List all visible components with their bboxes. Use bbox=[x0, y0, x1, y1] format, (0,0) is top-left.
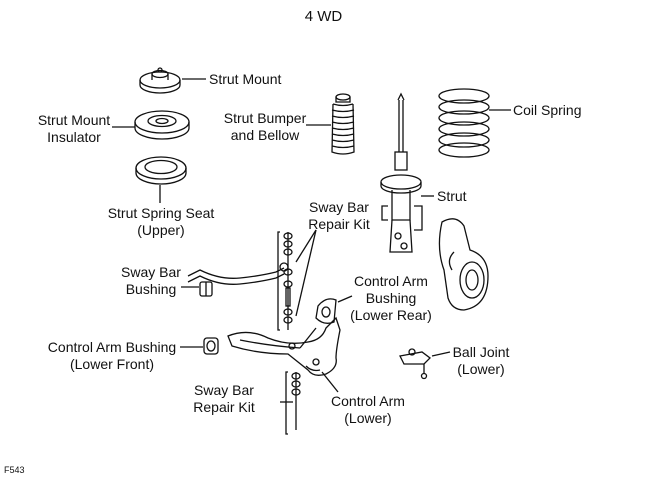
label-sway-bar-repair-kit-lower: Sway Bar Repair Kit bbox=[186, 382, 262, 416]
strut-part bbox=[380, 92, 423, 253]
ball-joint-part bbox=[399, 348, 431, 380]
label-line: Control Arm bbox=[331, 393, 405, 409]
label-line: Ball Joint bbox=[452, 344, 510, 360]
label-line: (Lower Front) bbox=[69, 356, 155, 372]
label-strut-bumper: Strut Bumper and Bellow bbox=[220, 110, 310, 144]
label-line: Strut Bumper bbox=[223, 110, 307, 126]
sway-bar-bushing-part bbox=[199, 281, 213, 297]
leader-repair-kit-upper-a bbox=[295, 229, 317, 263]
control-arm-bushing-front-part bbox=[203, 337, 219, 355]
strut-bumper-part bbox=[331, 93, 355, 155]
leader-ball-joint bbox=[431, 351, 451, 357]
label-coil-spring: Coil Spring bbox=[513, 102, 582, 118]
label-line: and Bellow bbox=[230, 127, 300, 143]
label-line: Repair Kit bbox=[193, 399, 255, 415]
label-line: Sway Bar bbox=[121, 264, 181, 280]
control-arm-bushing-rear-part bbox=[315, 298, 337, 324]
steering-knuckle-part bbox=[438, 218, 489, 311]
label-line: Strut Mount bbox=[37, 112, 111, 128]
label-strut-mount: Strut Mount bbox=[209, 71, 282, 87]
label-line: Repair Kit bbox=[308, 216, 370, 232]
diagram-title: 4 WD bbox=[304, 8, 343, 25]
sway-bar-part bbox=[187, 262, 289, 285]
label-line: Insulator bbox=[47, 129, 101, 145]
label-strut-spring-seat: Strut Spring Seat (Upper) bbox=[100, 205, 222, 239]
label-line: (Upper) bbox=[137, 222, 185, 238]
strut-mount-part bbox=[139, 67, 181, 94]
figure-id: F543 bbox=[4, 465, 25, 475]
label-line: Sway Bar bbox=[309, 199, 369, 215]
strut-mount-insulator-part bbox=[134, 110, 190, 140]
label-control-arm: Control Arm (Lower) bbox=[324, 393, 412, 427]
label-line: (Lower) bbox=[457, 361, 505, 377]
label-sway-bar-bushing: Sway Bar Bushing bbox=[116, 264, 186, 298]
sway-bar-repair-kit-lower-part bbox=[285, 371, 301, 435]
label-line: Bushing bbox=[365, 290, 417, 306]
label-line: Strut Spring Seat bbox=[107, 205, 215, 221]
label-control-arm-bushing-front: Control Arm Bushing (Lower Front) bbox=[44, 339, 180, 373]
control-arm-part bbox=[227, 316, 341, 376]
label-control-arm-bushing-rear: Control Arm Bushing (Lower Rear) bbox=[346, 273, 436, 324]
label-sway-bar-repair-kit-upper: Sway Bar Repair Kit bbox=[303, 199, 375, 233]
label-line: Control Arm bbox=[354, 273, 428, 289]
sway-bar-repair-kit-upper-part bbox=[277, 231, 293, 331]
label-strut: Strut bbox=[437, 188, 467, 204]
label-line: Bushing bbox=[125, 281, 177, 297]
leader-repair-kit-upper-b bbox=[295, 229, 317, 317]
leader-control-arm-bushing-rear bbox=[337, 295, 353, 303]
label-ball-joint: Ball Joint (Lower) bbox=[446, 344, 516, 378]
strut-spring-seat-part bbox=[135, 156, 187, 185]
leader-control-arm bbox=[321, 371, 339, 393]
label-line: (Lower) bbox=[344, 410, 392, 426]
label-strut-mount-insulator: Strut Mount Insulator bbox=[34, 112, 114, 146]
label-line: (Lower Rear) bbox=[350, 307, 432, 323]
coil-spring-part bbox=[438, 88, 490, 158]
label-line: Sway Bar bbox=[194, 382, 254, 398]
label-line: Control Arm Bushing bbox=[47, 339, 177, 355]
